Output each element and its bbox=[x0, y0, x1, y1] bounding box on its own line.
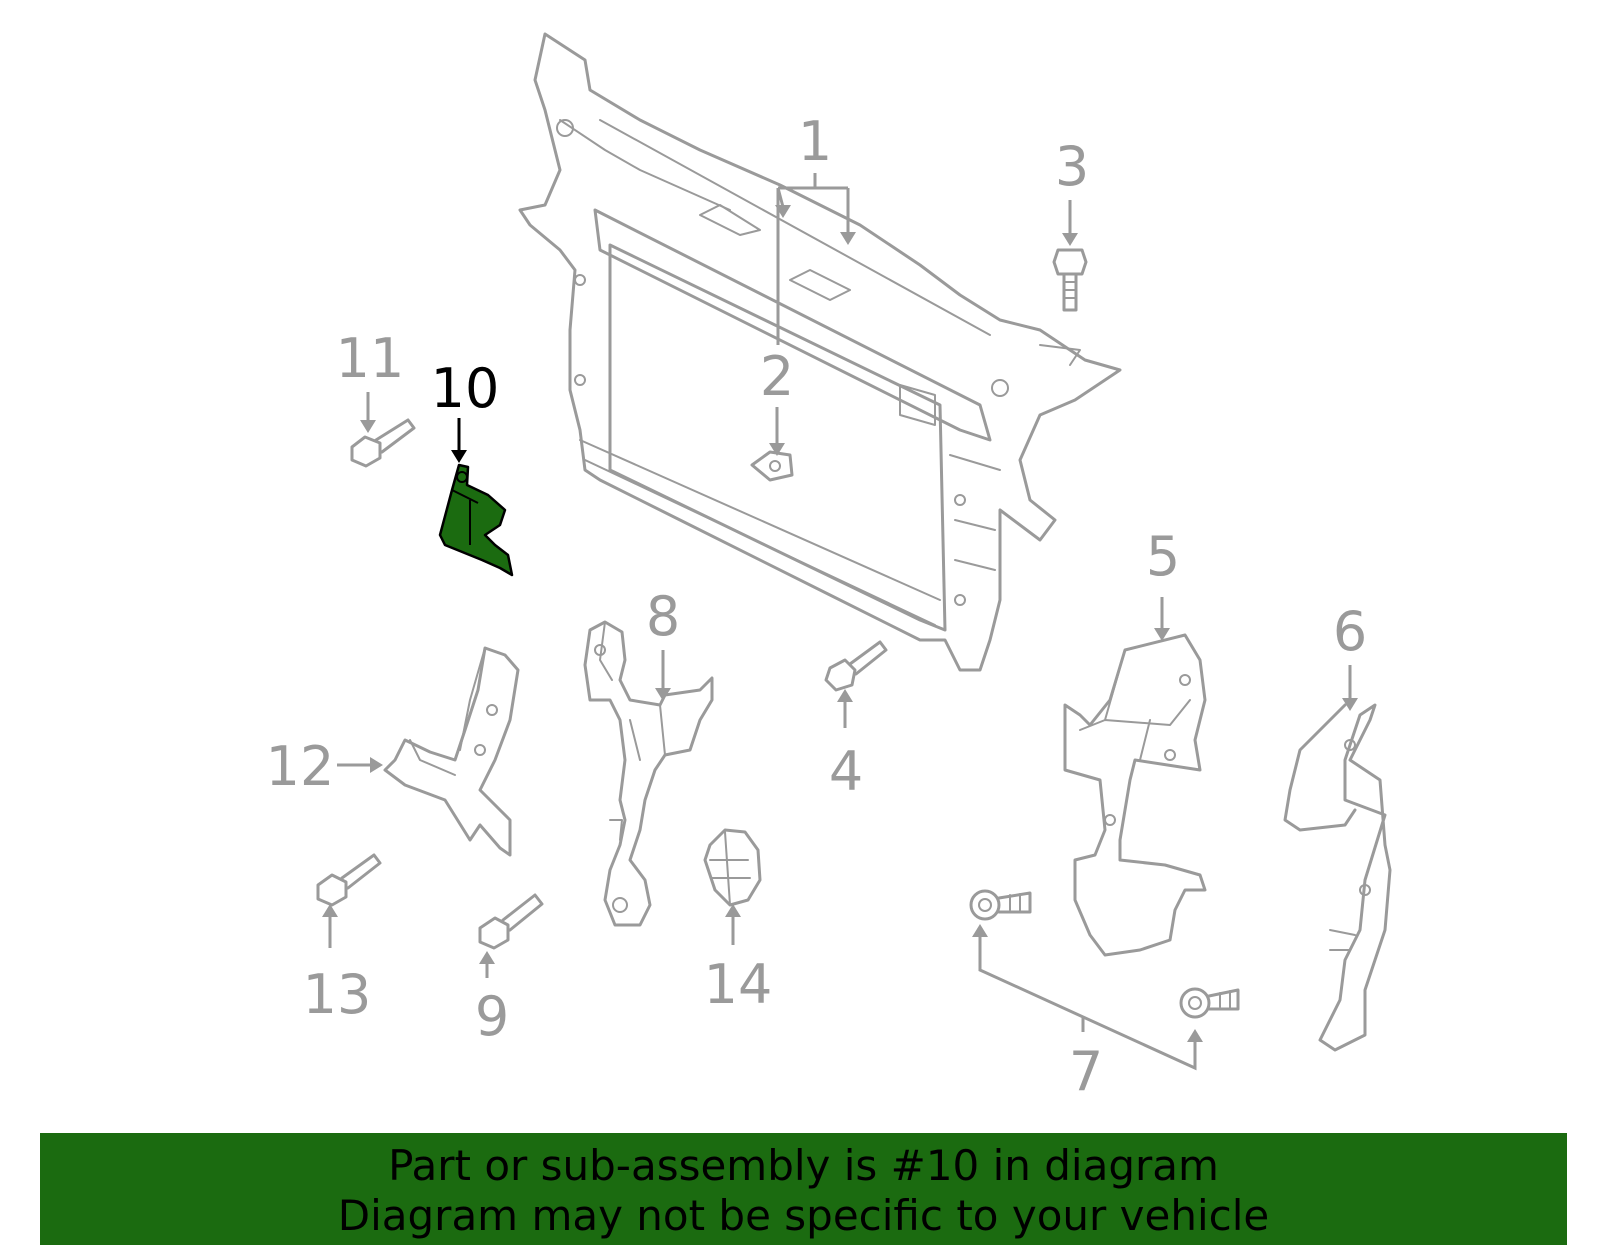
callout-13: 13 bbox=[303, 963, 372, 1026]
highlighted-part-10[interactable] bbox=[438, 463, 514, 577]
parts-diagram: 1 2 3 4 5 6 7 8 9 10 11 12 13 14 bbox=[266, 32, 1392, 1103]
callout-4: 4 bbox=[829, 740, 863, 803]
support-bracket-part-8[interactable] bbox=[583, 620, 714, 927]
callout-11: 11 bbox=[336, 327, 405, 390]
notice-banner: Part or sub-assembly is #10 in diagram D… bbox=[40, 1133, 1567, 1245]
callout-1: 1 bbox=[798, 110, 832, 173]
push-clip-part-7a[interactable] bbox=[969, 889, 1032, 921]
callout-5: 5 bbox=[1146, 525, 1180, 588]
callout-8: 8 bbox=[646, 585, 680, 648]
small-bracket-part[interactable] bbox=[750, 450, 794, 482]
clip-block-part-14[interactable] bbox=[703, 828, 762, 907]
bolt-part-13[interactable] bbox=[316, 853, 382, 907]
banner-line-2: Diagram may not be specific to your vehi… bbox=[337, 1191, 1270, 1240]
callout-3: 3 bbox=[1055, 135, 1089, 198]
banner-line-1: Part or sub-assembly is #10 in diagram bbox=[388, 1141, 1219, 1190]
leader-lines bbox=[322, 173, 1358, 1071]
push-clip-part-7b[interactable] bbox=[1179, 987, 1240, 1019]
callout-2: 2 bbox=[760, 345, 794, 408]
callout-6: 6 bbox=[1333, 600, 1367, 663]
callout-10: 10 bbox=[431, 357, 500, 420]
air-deflector-part-5[interactable] bbox=[1063, 633, 1207, 957]
bolt-part-11[interactable] bbox=[350, 418, 416, 468]
callout-7: 7 bbox=[1069, 1040, 1103, 1103]
side-deflector-part-6[interactable] bbox=[1283, 703, 1392, 1052]
bolt-part-3[interactable] bbox=[1052, 248, 1088, 312]
callout-14: 14 bbox=[704, 953, 773, 1016]
callout-12: 12 bbox=[266, 735, 335, 798]
bolt-part-4[interactable] bbox=[824, 640, 888, 692]
radiator-support-part[interactable] bbox=[518, 32, 1122, 672]
bolt-part-9[interactable] bbox=[478, 893, 544, 950]
callout-9: 9 bbox=[475, 985, 509, 1048]
bracket-part-12[interactable] bbox=[383, 646, 520, 857]
